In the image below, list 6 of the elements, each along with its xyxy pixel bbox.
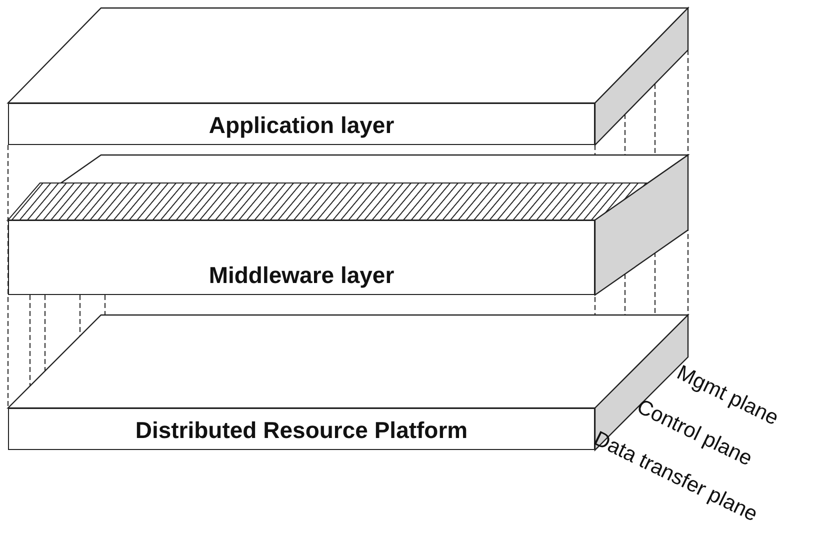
- layer-title: Application layer: [208, 111, 394, 140]
- layer-front-face: [8, 103, 595, 145]
- layer-title: Distributed Resource Platform: [135, 416, 468, 445]
- layer-front-face: [8, 408, 595, 450]
- layer-title: Middleware layer: [208, 261, 394, 290]
- layer-front-face: [8, 220, 595, 295]
